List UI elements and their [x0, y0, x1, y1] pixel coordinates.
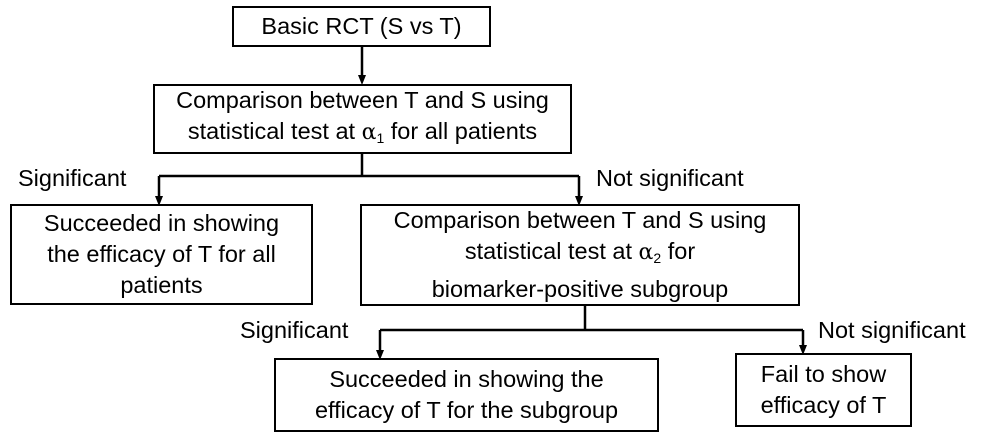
node-text-line2: efficacy of T for the subgroup [314, 397, 619, 423]
node-text-line1: Succeeded in showing [43, 210, 280, 236]
text-segment: statistical test at [187, 117, 362, 144]
node-text-line1: Succeeded in showing the [329, 366, 604, 392]
node-text-line3: biomarker-positive subgroup [431, 276, 729, 302]
node-text-line2: statistical test at α2 for [465, 236, 695, 274]
edge-label-not-significant-2: Not significant [818, 317, 966, 343]
node-basic-rct: Basic RCT (S vs T) [232, 6, 491, 47]
node-text-line3: patients [120, 272, 203, 298]
node-success-all-patients: Succeeded in showing the efficacy of T f… [10, 204, 313, 305]
node-text-line2: the efficacy of T for all [47, 241, 276, 267]
node-text-line2: efficacy of T [760, 392, 887, 418]
text-segment: for all patients [384, 117, 538, 144]
text-segment: for [661, 238, 696, 264]
node-text-line1: Fail to show [760, 361, 887, 387]
node-text-line1: Comparison between T and S using [393, 207, 767, 233]
alpha-subscript: 1 [376, 129, 385, 146]
alpha-symbol: α [361, 119, 377, 145]
edge-label-significant-1: Significant [18, 165, 127, 191]
alpha-symbol: α [638, 240, 654, 265]
node-fail: Fail to show efficacy of T [735, 353, 912, 427]
alpha-subscript: 2 [653, 250, 662, 266]
node-test-all-patients: Comparison between T and S using statist… [153, 84, 572, 154]
node-text-line1: Comparison between T and S using [176, 86, 549, 113]
node-text: Basic RCT (S vs T) [261, 13, 462, 39]
text-segment: statistical test at [464, 238, 639, 264]
node-success-subgroup: Succeeded in showing the efficacy of T f… [274, 358, 659, 432]
node-test-subgroup: Comparison between T and S using statist… [360, 204, 800, 306]
edge-label-not-significant-1: Not significant [596, 165, 744, 191]
node-text-line2: statistical test at α1 for all patients [188, 116, 537, 154]
edge-label-significant-2: Significant [240, 317, 349, 343]
